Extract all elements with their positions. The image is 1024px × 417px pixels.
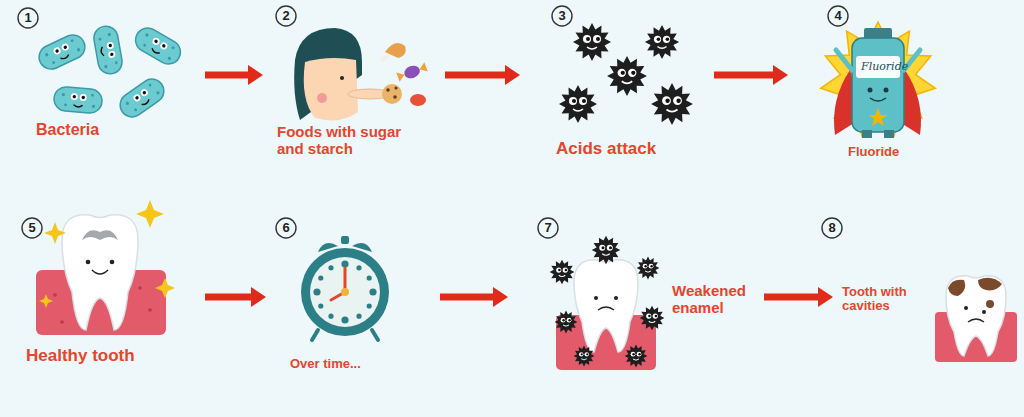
step-panel: Bacteria <box>20 10 203 150</box>
callout-number: 1 <box>18 8 38 28</box>
flow-arrow <box>714 65 788 85</box>
callout-number: 7 <box>538 218 558 238</box>
step-panel: Tooth with cavities <box>835 250 1017 375</box>
step-caption: Bacteria <box>36 121 156 139</box>
step-panel: Foods with sugar and starch <box>265 5 443 170</box>
step-panel: Weakened enamel <box>510 215 762 380</box>
callout-number: 3 <box>552 6 572 26</box>
flow-arrow <box>205 65 263 85</box>
callout-number: 4 <box>828 6 848 26</box>
step-caption: Weakened enamel <box>672 283 758 316</box>
step-caption: Acids attack <box>556 140 696 159</box>
callout-number: 2 <box>276 6 296 26</box>
callout-number: 6 <box>276 218 296 238</box>
step-caption: Fluoride <box>848 145 938 159</box>
callout-number: 8 <box>822 218 842 238</box>
step-panel: Fluoride <box>790 5 955 170</box>
bottle-label: Fluoride <box>861 60 908 73</box>
step-caption: Healthy tooth <box>26 347 186 366</box>
step-caption: Over time... <box>290 357 410 371</box>
step-caption: Tooth with cavities <box>842 285 924 314</box>
flow-arrow <box>440 287 508 307</box>
callout-number: 5 <box>22 218 42 238</box>
step-panel: Healthy tooth <box>20 210 203 380</box>
step-panel: Acids attack <box>522 8 712 168</box>
flow-arrow <box>764 287 833 307</box>
flow-arrow <box>445 65 520 85</box>
step-panel: Over time... <box>268 215 438 380</box>
flow-arrow <box>205 287 266 307</box>
step-caption: Foods with sugar and starch <box>277 124 415 157</box>
